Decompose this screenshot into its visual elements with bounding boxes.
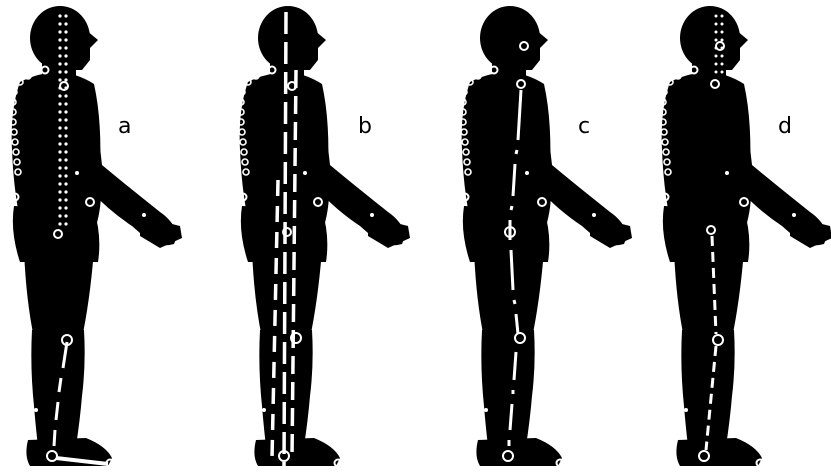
panel-b: b: [238, 6, 410, 468]
panel-c-label: c: [578, 114, 590, 139]
panel-d: d: [660, 6, 831, 467]
panel-b-label: b: [358, 114, 372, 139]
panel-d-label: d: [778, 114, 792, 139]
panel-c: c: [460, 6, 632, 467]
panel-a: a: [10, 6, 182, 467]
panel-a-label: a: [118, 114, 131, 139]
